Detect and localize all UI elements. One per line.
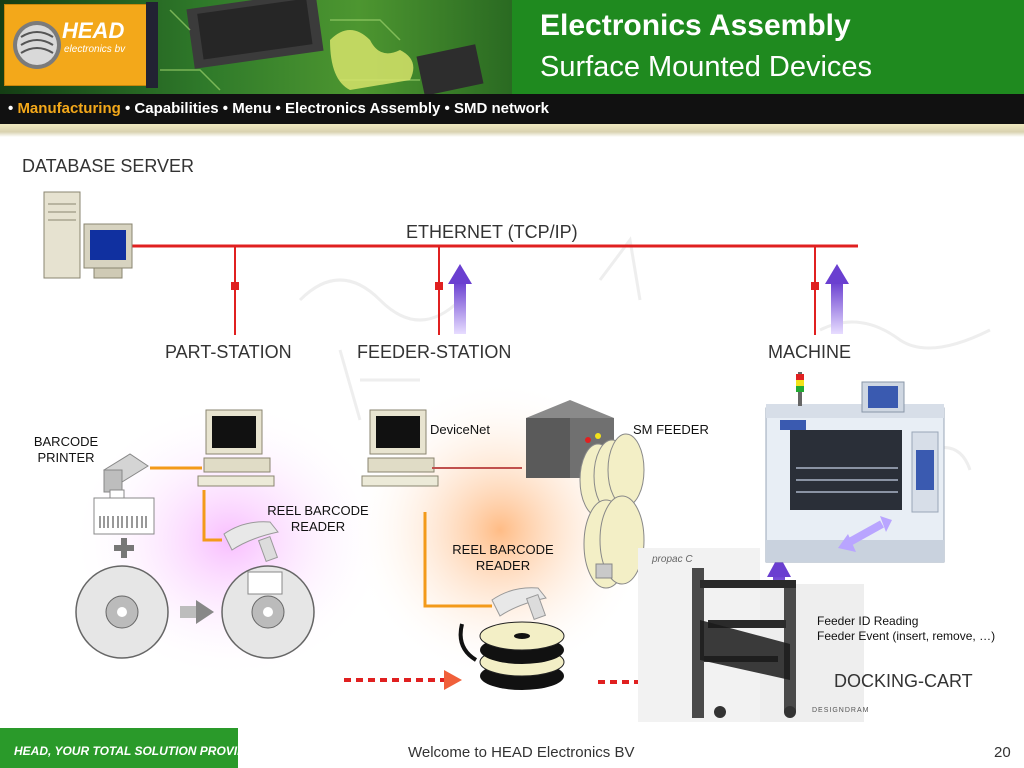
page-number: 20 [994, 744, 1011, 761]
local-connections [150, 466, 492, 608]
flow-arrow-left [344, 670, 462, 690]
circuit-board-image [160, 0, 484, 96]
breadcrumb-bar [0, 94, 1024, 124]
breadcrumb-separator: • [8, 100, 14, 117]
barcode-printer-icon [103, 453, 149, 499]
background-watermark [298, 236, 991, 471]
reel-barcode-reader-label-1: REEL BARCODE READER [256, 503, 380, 535]
cart-brand-label: propac C [652, 554, 693, 565]
footer-slogan-bar [0, 728, 238, 768]
part-station-computer-icon [197, 409, 275, 487]
barcode-printer-label: BARCODE PRINTER [24, 434, 108, 466]
breadcrumb-item-capabilities[interactable]: Capabilities [134, 100, 219, 117]
reel-icon-labeled [221, 565, 315, 659]
breadcrumb-item-smd-network[interactable]: SMD network [453, 100, 549, 117]
breadcrumb-separator: • [124, 100, 131, 117]
breadcrumb: • Manufacturing • Capabilities • Menu • … [8, 100, 549, 117]
upload-arrow-machine [825, 264, 849, 334]
part-station-connector [231, 282, 239, 290]
breadcrumb-item-manufacturing[interactable]: Manufacturing [17, 100, 121, 117]
smd-machine-icon [765, 372, 945, 563]
logo-name: HEAD [62, 18, 125, 43]
docking-cart-label: DOCKING-CART [834, 671, 973, 691]
breadcrumb-separator: • [275, 100, 281, 117]
upload-arrow-feeder [448, 264, 472, 334]
plus-icon [114, 538, 134, 558]
logo-subtitle: electronics bv [64, 44, 126, 55]
reel-stack-icon [458, 621, 565, 690]
feeder-info-label: Feeder ID Reading Feeder Event (insert, … [817, 614, 995, 644]
network-diagram [43, 191, 991, 722]
sm-feeder-icon [526, 400, 645, 589]
header-divider [0, 124, 1024, 137]
cart-footer-label: DESIGNDRAM [812, 707, 870, 714]
breadcrumb-item-electronics-assembly[interactable]: Electronics Assembly [284, 100, 441, 117]
breadcrumb-separator: • [222, 100, 229, 117]
feeder-station-connector [435, 282, 443, 290]
reel-barcode-reader-1-line2: READER [290, 519, 346, 534]
reel-barcode-reader-1-line1: REEL BARCODE [267, 503, 369, 518]
machine-label: MACHINE [768, 342, 852, 362]
barcode-scanner-icon-1 [223, 521, 279, 563]
feeder-info-line1: Feeder ID Reading [817, 614, 919, 628]
barcode-printer-label-line2: PRINTER [37, 450, 95, 465]
machine-connector [811, 282, 819, 290]
footer-slogan: HEAD, YOUR TOTAL SOLUTION PROVIDER! [14, 744, 267, 758]
breadcrumb-item-menu[interactable]: Menu [232, 100, 272, 117]
feeder-station-label: FEEDER-STATION [357, 342, 512, 362]
database-server-icon [43, 191, 133, 279]
reel-barcode-reader-label-2: REEL BARCODE READER [441, 542, 565, 574]
title-area [512, 0, 1024, 94]
feeder-info-line2: Feeder Event (insert, remove, …) [817, 629, 996, 643]
docking-cart-image [638, 548, 864, 722]
reel-icon-unlabeled [75, 565, 169, 659]
feeder-station-computer-icon [361, 409, 439, 487]
barcode-scanner-icon-2 [491, 587, 547, 621]
logo-icon [13, 21, 61, 69]
devicenet-label: DeviceNet [430, 422, 490, 437]
ethernet-label: ETHERNET (TCP/IP) [406, 222, 578, 242]
breadcrumb-separator: • [444, 100, 450, 117]
reel-barcode-reader-2-line2: READER [475, 558, 531, 573]
logo-panel [4, 4, 148, 86]
barcode-printer-label-line1: BARCODE [33, 434, 99, 449]
barcode-label-icon [93, 497, 155, 535]
footer-welcome-text: Welcome to HEAD Electronics BV [408, 744, 635, 761]
database-server-label: DATABASE SERVER [22, 156, 195, 176]
reel-barcode-reader-2-line1: REEL BARCODE [452, 542, 554, 557]
page-subtitle: Surface Mounted Devices [540, 51, 873, 83]
logo-tagline-strip [146, 2, 158, 88]
arrow-right-gray-icon [180, 600, 214, 624]
part-station-label: PART-STATION [165, 342, 292, 362]
docking-exchange-arrow-icon [838, 516, 892, 552]
page-title: Electronics Assembly [540, 9, 851, 42]
sm-feeder-label: SM FEEDER [633, 422, 709, 437]
